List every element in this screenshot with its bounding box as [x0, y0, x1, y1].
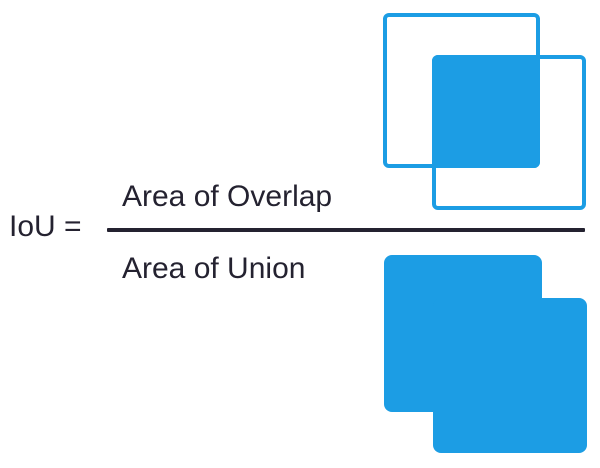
formula-denominator: Area of Union	[122, 252, 306, 285]
fraction-bar	[107, 228, 585, 232]
intersection-fill-icon	[432, 55, 540, 168]
formula-lhs: IoU =	[9, 210, 82, 243]
union-box-b-fill-icon	[433, 298, 587, 453]
formula-numerator: Area of Overlap	[122, 180, 333, 213]
